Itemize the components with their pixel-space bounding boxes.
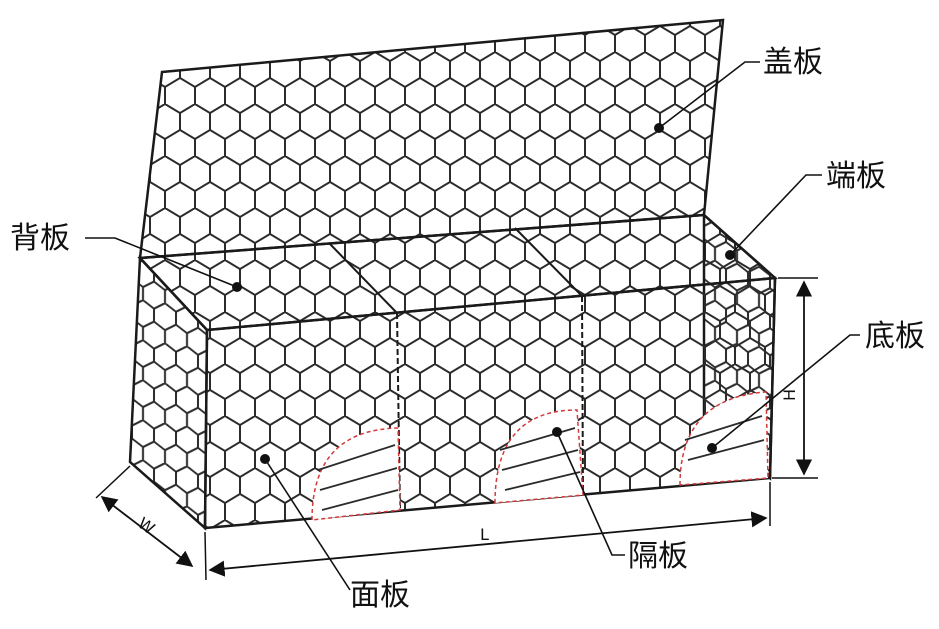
- label-diaphragm: 隔板: [628, 539, 688, 574]
- label-end-panel: 端板: [826, 159, 886, 194]
- dim-w-ext: [95, 465, 131, 499]
- dim-w-label: W: [134, 513, 158, 538]
- label-front-panel: 面板: [350, 578, 410, 613]
- dim-w-arrow: [100, 496, 194, 567]
- leader-end: [729, 174, 822, 256]
- diaphragm-top-2: [514, 227, 583, 297]
- leader-bottom: [711, 334, 860, 449]
- dim-l-label: L: [480, 525, 489, 544]
- label-bottom-panel: 底板: [865, 319, 925, 354]
- cutout-mesh-lines: [317, 415, 765, 511]
- dim-l-arrow: [208, 511, 768, 577]
- label-back-panel: 背板: [10, 221, 70, 256]
- leader-back: [85, 237, 238, 288]
- leader-lid: [658, 61, 760, 129]
- diaphragm-line-2: [581, 295, 584, 496]
- dim-h-label: H: [780, 389, 799, 401]
- dim-l-ext-left: [204, 531, 207, 581]
- label-lid: 盖板: [763, 45, 823, 80]
- diaphragm-top-1: [329, 243, 398, 314]
